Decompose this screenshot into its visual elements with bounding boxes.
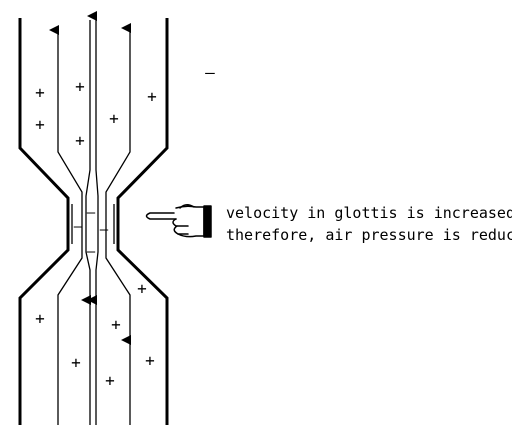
plus-sign: + [35, 83, 45, 102]
minus-sign: – [87, 244, 96, 260]
minus-sign: – [74, 219, 83, 235]
minus-sign: – [87, 205, 96, 221]
streamline-3-upper [87, 11, 99, 300]
plus-sign: + [35, 115, 45, 134]
right-wall [116, 18, 169, 425]
plus-sign: + [109, 109, 119, 128]
caption-line-2: therefore, air pressure is reduced [226, 226, 512, 244]
plus-sign: + [71, 353, 81, 372]
plus-sign: + [137, 279, 147, 298]
streamline-1-upper [49, 25, 83, 335]
minus-sign: – [205, 63, 215, 82]
plus-sign: + [105, 371, 115, 390]
plus-sign: + [147, 87, 157, 106]
plus-sign: + [75, 77, 85, 96]
caption-line-1: velocity in glottis is increased, [226, 204, 512, 222]
plus-sign: + [111, 315, 121, 334]
streamline-4-upper [105, 23, 131, 340]
minus-sign: – [100, 222, 109, 238]
streamline-2-upper [85, 20, 91, 300]
left-wall [18, 18, 70, 425]
plus-sign: + [75, 131, 85, 150]
pointing-hand-icon [145, 204, 212, 238]
plus-sign: + [35, 309, 45, 328]
plus-sign: + [145, 351, 155, 370]
